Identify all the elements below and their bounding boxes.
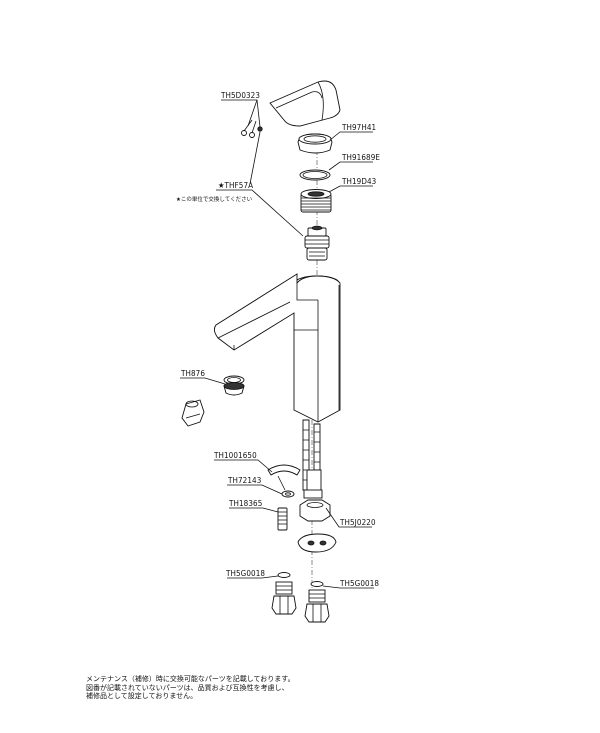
label-p6: TH876: [180, 369, 205, 378]
note-line-3: 補修品として設定しておりません。: [86, 692, 198, 701]
label-p10: TH5J0220: [339, 518, 376, 527]
label-p5-note: ★この単位で交換してください: [176, 195, 253, 203]
label-p12: TH5G0018: [339, 579, 379, 588]
supply-adapter-left: [271, 572, 297, 615]
washer: [281, 490, 295, 498]
label-p9: TH18365: [228, 499, 262, 508]
label-p7: TH1001650: [213, 451, 257, 460]
note-line-2: 図番が記載されていないパーツは、品質および互換性を考慮し、: [86, 683, 289, 692]
aerator: [223, 375, 245, 396]
label-p2: TH97H41: [341, 123, 376, 132]
note-line-1: メンテナンス（補修）時に交換可能なパーツを記載しております。: [86, 675, 295, 683]
label-p5: ★THF57A: [218, 181, 253, 190]
maintenance-note: メンテナンス（補修）時に交換可能なパーツを記載しております。 図番が記載されてい…: [86, 675, 386, 701]
aerator-key: [181, 399, 205, 427]
faucet-body: [213, 273, 341, 423]
mounting-stud: [277, 507, 288, 531]
mounting-plate: [297, 533, 337, 553]
mounting-nut: [299, 499, 331, 522]
leader-lines: [180, 99, 374, 589]
label-p4: TH19D43: [341, 177, 376, 186]
label-p11: TH5G0018: [225, 569, 265, 578]
cap-ring: [297, 133, 333, 154]
label-p3: TH91689E: [341, 153, 380, 162]
o-ring: [299, 169, 331, 181]
threaded-nut: [300, 189, 332, 213]
cartridge: [304, 225, 330, 261]
mounting-clip: [267, 464, 301, 491]
label-p8: TH72143: [227, 476, 261, 485]
supply-hoses: [302, 419, 323, 499]
lever-handle: [269, 80, 341, 127]
supply-adapter-right: [304, 581, 330, 623]
label-p1: TH5D0323: [220, 91, 260, 100]
